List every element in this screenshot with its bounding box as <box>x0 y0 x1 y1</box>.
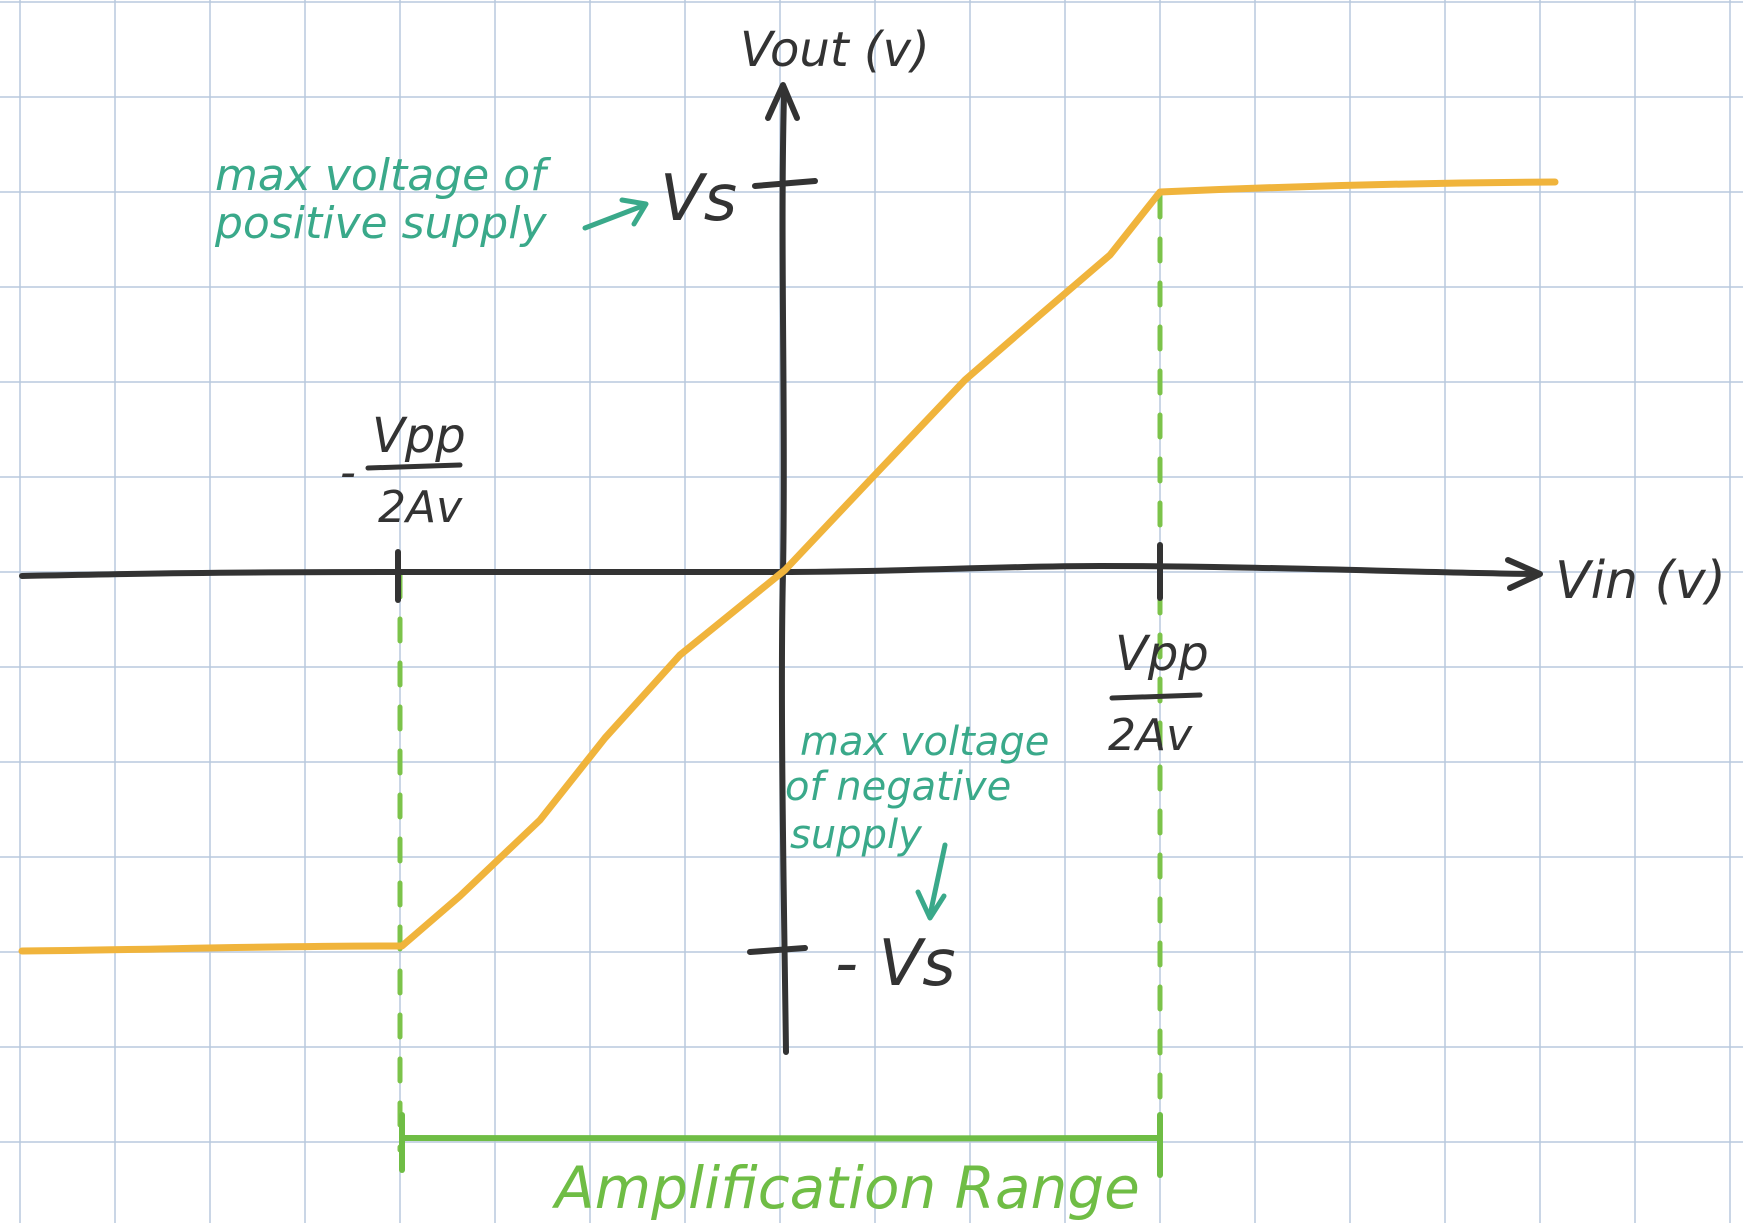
x-right-fraction-bar <box>1109 692 1203 701</box>
negative-supply-arrow <box>927 842 948 918</box>
x-left-tick-numerator: Vpp <box>372 408 466 464</box>
x-left-tick-sign: - <box>340 447 356 498</box>
negative-supply-note-line1: max voltage <box>800 719 1049 765</box>
positive-supply-note-line2: positive supply <box>214 198 547 249</box>
negative-supply-note-line3: supply <box>790 812 923 858</box>
positive-supply-note-line1: max voltage of <box>215 150 552 201</box>
negative-supply-arrowhead <box>915 889 947 921</box>
x-axis <box>19 562 1538 579</box>
x-right-tick-numerator: Vpp <box>1115 626 1209 682</box>
x-left-tick-denominator: 2Av <box>378 482 463 533</box>
y-bottom-tick-label: - Vs <box>835 927 956 1001</box>
x-left-fraction-bar <box>365 462 463 471</box>
y-tick-top <box>752 178 818 189</box>
transfer-curve <box>18 178 1559 955</box>
positive-supply-arrow <box>582 202 648 231</box>
y-axis-arrowhead <box>765 82 800 121</box>
y-tick-bottom <box>747 945 808 955</box>
amplification-range-label: Amplification Range <box>551 1154 1140 1222</box>
negative-supply-note-line2: of negative <box>785 764 1011 810</box>
x-axis-arrowhead <box>1505 557 1543 591</box>
range-bracket-bar <box>399 1135 1163 1142</box>
x-axis-label: Vin (v) <box>1555 551 1726 611</box>
y-top-tick-label: Vs <box>660 162 737 236</box>
y-axis-label: Vout (v) <box>740 22 930 78</box>
positive-supply-arrowhead <box>619 197 649 227</box>
x-right-tick-denominator: 2Av <box>1108 710 1193 761</box>
